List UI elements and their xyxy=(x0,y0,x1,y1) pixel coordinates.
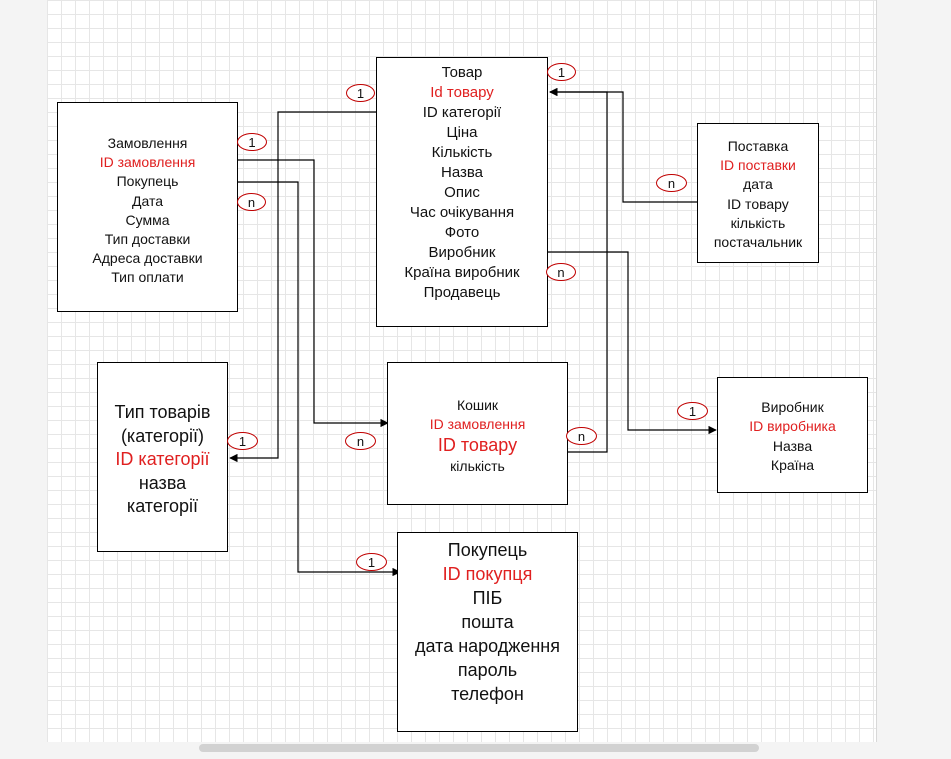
entity-tovar-field-11: Продавець xyxy=(423,284,501,301)
entity-pokupets-field-2: ПІБ xyxy=(472,588,503,608)
entity-typ-tovariv-field-3: назва xyxy=(138,472,187,493)
entity-koshyk-field-1: ID замовлення xyxy=(429,416,526,432)
entity-postavka-field-1: ID поставки xyxy=(720,157,796,174)
entity-postavka-field-2: дата xyxy=(743,176,773,193)
entity-tovar-field-4: Кількість xyxy=(431,144,493,161)
entity-zamovlennia-field-3: Дата xyxy=(131,192,163,209)
entity-tovar-title: Товар xyxy=(441,64,483,81)
entity-tovar-field-5: Назва xyxy=(440,164,484,181)
cardinality-badge-tovar-top-right: 1 xyxy=(547,63,576,81)
cardinality-badge-postavka: n xyxy=(656,174,687,192)
cardinality-badge-pokupets: 1 xyxy=(356,553,387,571)
entity-koshyk-title: Кошик xyxy=(456,397,499,413)
entity-postavka-field-4: кількість xyxy=(730,214,786,231)
horizontal-scrollbar-thumb[interactable] xyxy=(199,744,759,752)
cardinality-badge-tovar-left: 1 xyxy=(346,84,375,102)
entity-tovar-field-8: Фото xyxy=(444,224,480,241)
entity-vyrobnyk-field-1: ID виробника xyxy=(749,418,836,435)
cardinality-badge-koshyk-left: n xyxy=(345,432,376,450)
entity-tovar-field-6: Опис xyxy=(444,184,480,201)
entity-tovar-field-10: Країна виробник xyxy=(404,264,520,281)
entity-typ-tovariv-title: Тип товарів xyxy=(114,402,211,422)
entity-pokupets-field-1: ID покупця xyxy=(442,564,533,584)
entity-zamovlennia-field-1: ID замовлення xyxy=(99,154,196,171)
entity-postavka-title: Поставка xyxy=(727,138,789,154)
entity-pokupets-field-4: дата народження xyxy=(415,636,560,656)
entity-pokupets-field-6: телефон xyxy=(451,684,524,704)
entity-zamovlennia-field-4: Сумма xyxy=(125,211,170,228)
entity-tovar[interactable]: Товар Id товару ID категорії Ціна Кількі… xyxy=(376,57,548,327)
entity-typ-tovariv-field-2: ID категорії xyxy=(115,449,210,469)
cardinality-badge-vyrobnyk: 1 xyxy=(677,402,708,420)
cardinality-badge-zamovlennia-one: 1 xyxy=(237,133,267,151)
entity-tovar-field-9: Виробник xyxy=(428,244,496,261)
entity-zamovlennia-field-2: Покупець xyxy=(116,173,179,190)
entity-zamovlennia-field-6: Адреса доставки xyxy=(92,250,203,267)
cardinality-badge-koshyk-right: n xyxy=(566,427,597,445)
entity-pokupets[interactable]: Покупець ID покупця ПІБ пошта дата народ… xyxy=(397,532,578,732)
entity-pokupets-field-5: пароль xyxy=(457,660,518,680)
entity-vyrobnyk-field-3: Країна xyxy=(770,456,815,473)
entity-typ-tovariv-field-4: категорії xyxy=(126,496,199,516)
entity-pokupets-field-3: пошта xyxy=(461,612,514,632)
entity-zamovlennia-field-7: Тип оплати xyxy=(111,269,184,286)
entity-typ-tovariv[interactable]: Тип товарів (категорії) ID категорії наз… xyxy=(97,362,228,552)
entity-zamovlennia[interactable]: Замовлення ID замовлення Покупець Дата С… xyxy=(57,102,238,312)
entity-zamovlennia-title: Замовлення xyxy=(107,135,188,151)
entity-vyrobnyk-field-2: Назва xyxy=(772,437,813,454)
entity-pokupets-title: Покупець xyxy=(447,540,528,560)
entity-typ-tovariv-field-1: (категорії) xyxy=(120,425,205,446)
cardinality-badge-typ-tovariv: 1 xyxy=(227,432,258,450)
cardinality-badge-zamovlennia-many: n xyxy=(237,193,266,211)
entity-postavka-field-5: постачальник xyxy=(713,234,803,251)
entity-koshyk-field-3: кількість xyxy=(450,458,505,474)
entity-vyrobnyk-title: Виробник xyxy=(761,399,824,415)
entity-tovar-field-7: Час очікування xyxy=(409,204,515,221)
entity-vyrobnyk[interactable]: Виробник ID виробника Назва Країна xyxy=(717,377,868,493)
entity-koshyk[interactable]: Кошик ID замовлення ID товару кількість xyxy=(387,362,568,505)
entity-postavka-field-3: ID товару xyxy=(727,195,789,212)
entity-koshyk-field-2: ID товару xyxy=(437,435,518,455)
entity-zamovlennia-field-5: Тип доставки xyxy=(104,231,191,248)
entity-tovar-field-2: ID категорії xyxy=(422,104,502,121)
entity-tovar-field-3: Ціна xyxy=(446,124,478,141)
entity-tovar-field-1: Id товару xyxy=(430,84,494,101)
entity-postavka[interactable]: Поставка ID поставки дата ID товару кіль… xyxy=(697,123,819,263)
cardinality-badge-tovar-right: n xyxy=(546,263,576,281)
